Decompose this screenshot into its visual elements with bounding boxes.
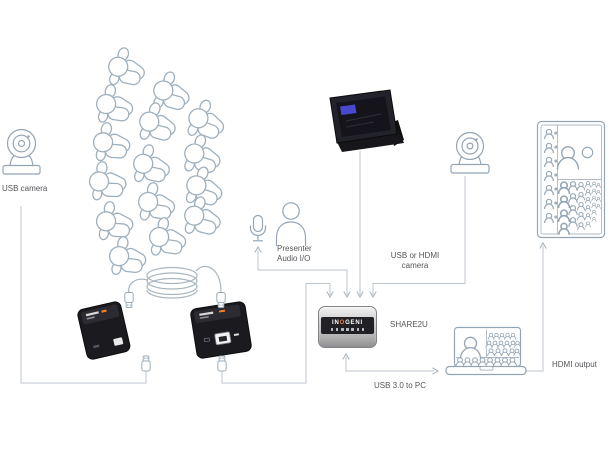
arrow-up-icon bbox=[342, 352, 350, 360]
arrow-down-icon bbox=[356, 291, 364, 299]
microphone-icon bbox=[249, 214, 267, 242]
tv-participant-strip bbox=[544, 128, 558, 224]
tv-strip-dot bbox=[554, 215, 558, 219]
tv-avatar-circle bbox=[581, 146, 594, 159]
line-left-camera-to-extender bbox=[20, 206, 147, 384]
arrow-up-icon bbox=[254, 245, 262, 253]
presenter-person-icon bbox=[275, 202, 307, 246]
laptop-videocall-icon bbox=[445, 326, 527, 376]
line-hdmi-output bbox=[525, 246, 544, 372]
connection-lines bbox=[20, 151, 544, 384]
arrow-down-icon bbox=[326, 291, 334, 299]
logo-text: GENI bbox=[345, 319, 363, 326]
tv-strip-dot bbox=[554, 159, 558, 163]
logo-accent: O bbox=[339, 319, 346, 326]
arrow-right-icon bbox=[432, 367, 440, 375]
arrow-down-icon bbox=[343, 291, 351, 299]
audience-person bbox=[89, 120, 136, 167]
usb-plug-icon bbox=[216, 292, 226, 308]
audience-person bbox=[91, 81, 140, 130]
share2u-device: INOGENI bbox=[318, 306, 377, 348]
inogeni-logo: INOGENI bbox=[332, 320, 363, 327]
audience-person bbox=[105, 233, 152, 281]
arrow-down-icon bbox=[369, 291, 377, 299]
arrow-up-icon bbox=[539, 241, 547, 249]
laptop-audience-pane bbox=[485, 332, 521, 357]
tv-strip-dot bbox=[554, 201, 558, 205]
audience-person bbox=[133, 179, 182, 228]
label-presenter-line2: Audio I/O bbox=[277, 253, 311, 263]
flow-arrows bbox=[254, 241, 547, 375]
label-usb-camera: USB camera bbox=[2, 184, 48, 193]
tv-strip-dot bbox=[554, 131, 558, 135]
line-right-camera-to-share2u bbox=[372, 176, 466, 295]
usb-plug-icon bbox=[124, 292, 134, 308]
label-hdmi-output: HDMI output bbox=[552, 360, 597, 369]
line-presenter-audio bbox=[257, 250, 348, 295]
usb-extender-remote-icon bbox=[190, 301, 252, 359]
tv-strip-dot bbox=[554, 187, 558, 191]
share2u-port-icons bbox=[330, 328, 365, 332]
audience-person bbox=[178, 192, 229, 244]
audience-person bbox=[144, 214, 193, 263]
label-usb-hdmi-line1: USB or HDMI bbox=[390, 251, 440, 260]
label-share2u: SHARE2U bbox=[390, 320, 428, 329]
share2u-faceplate: INOGENI bbox=[321, 317, 374, 334]
usb-extender-local-icon bbox=[77, 301, 131, 360]
tv-strip-dot bbox=[554, 173, 558, 177]
label-presenter-line1: Presenter bbox=[277, 244, 312, 253]
audience-person bbox=[86, 159, 131, 205]
label-usb3-to-pc: USB 3.0 to PC bbox=[373, 381, 427, 390]
tv-display-icon bbox=[536, 120, 606, 239]
tv-strip-dot bbox=[554, 145, 558, 149]
label-usb-hdmi-line2: camera bbox=[401, 260, 429, 270]
audience-person bbox=[92, 199, 139, 246]
cable-coil-icon bbox=[128, 265, 222, 299]
touch-panel-icon bbox=[329, 89, 404, 152]
usb-camera-icon-right bbox=[450, 131, 490, 174]
audience-crowd bbox=[86, 44, 234, 281]
line-extender-to-share2u bbox=[221, 283, 331, 384]
usb-plug-icon bbox=[217, 355, 227, 372]
usb-camera-icon-left bbox=[2, 128, 41, 175]
audience-person bbox=[181, 95, 234, 149]
usb-plug-icon bbox=[141, 355, 151, 372]
logo-text: IN bbox=[332, 319, 340, 326]
line-usb3-to-pc bbox=[345, 357, 434, 372]
